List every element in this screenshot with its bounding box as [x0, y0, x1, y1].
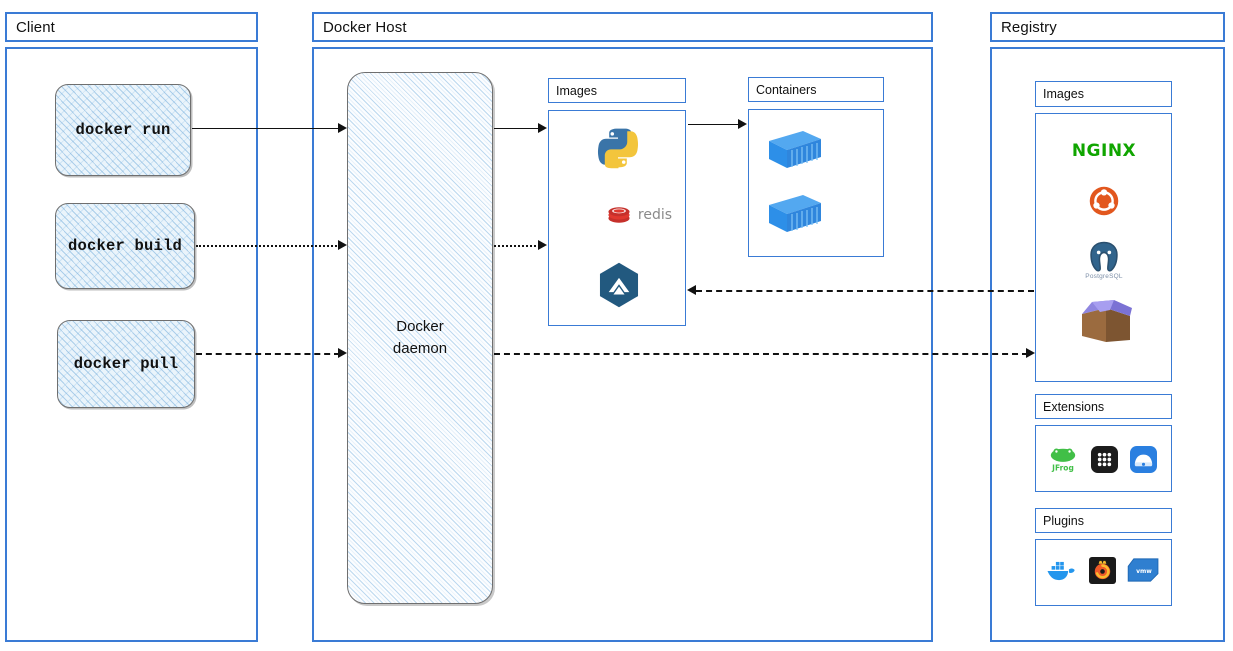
- ubuntu-logo: [1088, 185, 1120, 217]
- jfrog-logo: JFrog: [1046, 443, 1080, 475]
- blue-app-icon: [1129, 445, 1157, 473]
- redis-logo-text: redis: [637, 207, 673, 223]
- plugins-panel-label: Plugins: [1043, 513, 1084, 528]
- build-client-to-daemon-arrow: [338, 240, 347, 250]
- svg-text:vmw: vmw: [1136, 568, 1152, 575]
- grid-app-icon: [1090, 445, 1118, 473]
- command-docker-run[interactable]: docker run: [55, 84, 191, 176]
- nginx-logo: NGINX: [1060, 138, 1148, 164]
- pull-client-to-daemon-line: [196, 353, 340, 355]
- redis-logo: redis: [589, 200, 689, 230]
- extensions-panel-label: Extensions: [1043, 399, 1105, 414]
- containers-panel-label: Containers: [756, 82, 817, 97]
- command-docker-run-label: docker run: [75, 121, 171, 139]
- command-docker-build-label: docker build: [67, 237, 183, 255]
- postgresql-logo-text: PostgreSQL: [1085, 272, 1123, 280]
- host-images-panel-header: Images: [548, 78, 686, 103]
- python-logo: [595, 125, 641, 171]
- docker-whale-logo: [1044, 556, 1078, 586]
- container-icon: [762, 126, 826, 174]
- grafana-logo: [1088, 556, 1116, 584]
- registry-images-panel-label: Images: [1043, 87, 1084, 101]
- svg-text:JFrog: JFrog: [1051, 463, 1074, 472]
- run-client-to-daemon-line: [192, 128, 340, 129]
- docker-host-zone-label: Docker Host: [323, 18, 407, 36]
- build-daemon-to-images-line: [494, 245, 540, 247]
- registry-to-images-line: [696, 290, 1034, 292]
- registry-zone-label: Registry: [1001, 18, 1057, 36]
- run-daemon-to-images-line: [494, 128, 540, 129]
- command-docker-build[interactable]: docker build: [55, 203, 195, 289]
- host-images-panel-label: Images: [556, 83, 597, 98]
- command-docker-pull-label: docker pull: [73, 355, 179, 373]
- registry-images-panel-header: Images: [1035, 81, 1172, 107]
- vmware-logo: vmw: [1125, 556, 1163, 584]
- images-to-containers-arrow: [738, 119, 747, 129]
- pull-daemon-to-registry-line: [494, 353, 1028, 355]
- command-docker-pull[interactable]: docker pull: [57, 320, 195, 408]
- run-daemon-to-images-arrow: [538, 123, 547, 133]
- pull-daemon-to-registry-arrow: [1026, 348, 1035, 358]
- registry-zone-header: Registry: [990, 12, 1225, 42]
- docker-daemon-line2: daemon: [392, 340, 448, 357]
- client-zone-header: Client: [5, 12, 258, 42]
- docker-daemon-box[interactable]: Docker daemon: [347, 72, 493, 604]
- package-box-icon: [1075, 295, 1137, 349]
- containers-panel-header: Containers: [748, 77, 884, 102]
- postgresql-logo: PostgreSQL: [1080, 238, 1128, 282]
- nginx-logo-text: NGINX: [1071, 141, 1137, 161]
- client-zone-label: Client: [16, 18, 55, 36]
- run-client-to-daemon-arrow: [338, 123, 347, 133]
- images-to-containers-line: [688, 124, 740, 125]
- build-daemon-to-images-arrow: [538, 240, 547, 250]
- hexagon-logo: [597, 261, 641, 309]
- docker-daemon-line1: Docker: [396, 318, 444, 336]
- extensions-panel-header: Extensions: [1035, 394, 1172, 419]
- container-icon: [762, 190, 826, 238]
- build-client-to-daemon-line: [196, 245, 340, 247]
- plugins-panel-header: Plugins: [1035, 508, 1172, 533]
- registry-to-images-arrow: [687, 285, 696, 295]
- docker-host-zone-header: Docker Host: [312, 12, 933, 42]
- containers-panel-body: [748, 109, 884, 257]
- pull-client-to-daemon-arrow: [338, 348, 347, 358]
